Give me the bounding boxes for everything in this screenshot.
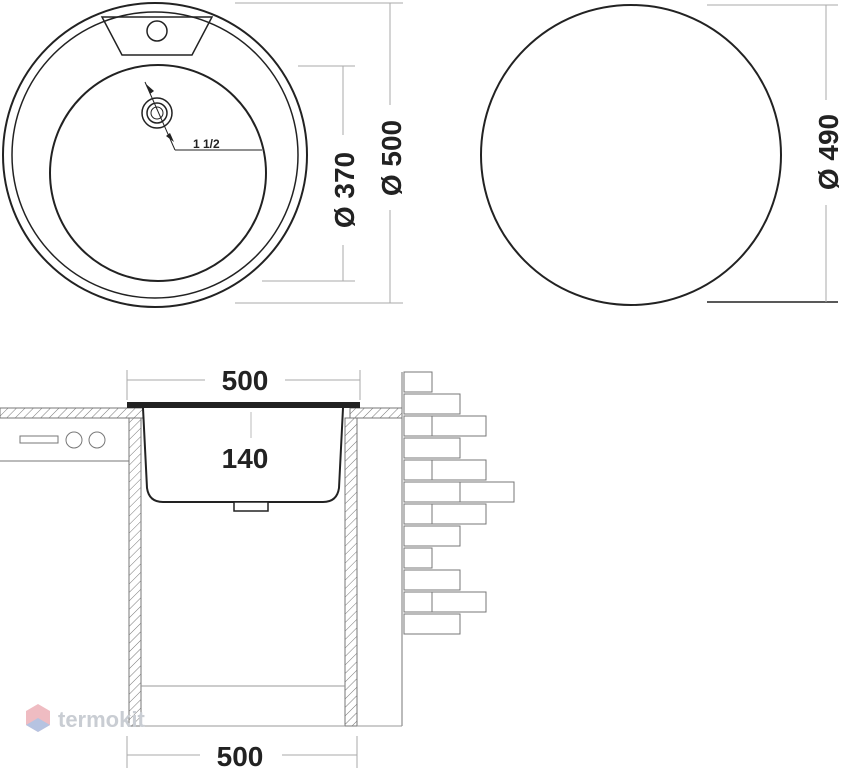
appliance-knob: [65, 431, 83, 449]
label-bg: [811, 100, 841, 205]
inner-diameter-label: Ø 370: [329, 152, 360, 228]
label-bg: [328, 135, 358, 245]
drain-core: [150, 106, 164, 120]
sink-bowl: [49, 64, 267, 282]
outer-diameter-label: Ø 500: [376, 120, 407, 196]
drain-arrow-top: [146, 84, 154, 94]
drain-size-label: 1 1/2: [193, 137, 220, 151]
sink-rim: [127, 402, 360, 408]
faucet-plate: [100, 16, 214, 56]
cabinet-wall-right: [344, 417, 358, 727]
brick-wall: [401, 371, 515, 726]
drain-arrow-bottom: [166, 133, 174, 142]
watermark-text: termokit: [58, 707, 145, 732]
countertop-right: [349, 407, 403, 419]
faucet-hole: [146, 20, 168, 42]
appliance-knob: [88, 431, 106, 449]
cutout-diameter-label: Ø 490: [813, 114, 842, 190]
sink-rim-inner-edge: [11, 11, 299, 299]
watermark: termokit: [26, 704, 145, 732]
termokit-logo-icon-accent: [26, 718, 50, 732]
label-bg: [375, 105, 405, 210]
cutout-view: Ø 490: [480, 4, 842, 306]
top-width-label: 500: [222, 365, 269, 396]
cutout-circle: [480, 4, 782, 306]
drain-outlet: [233, 501, 269, 512]
section-view: 500 140: [0, 365, 515, 768]
cabinet-wall-left: [128, 417, 142, 727]
top-view: 1 1/2 Ø 370 Ø 500: [2, 2, 407, 308]
appliance-display: [19, 435, 59, 444]
drain-outer: [141, 97, 173, 129]
depth-label: 140: [222, 443, 269, 474]
bottom-width-label: 500: [217, 741, 264, 768]
drain-inner: [146, 102, 168, 124]
countertop-left: [0, 407, 144, 419]
sink-outer-rim: [2, 2, 308, 308]
